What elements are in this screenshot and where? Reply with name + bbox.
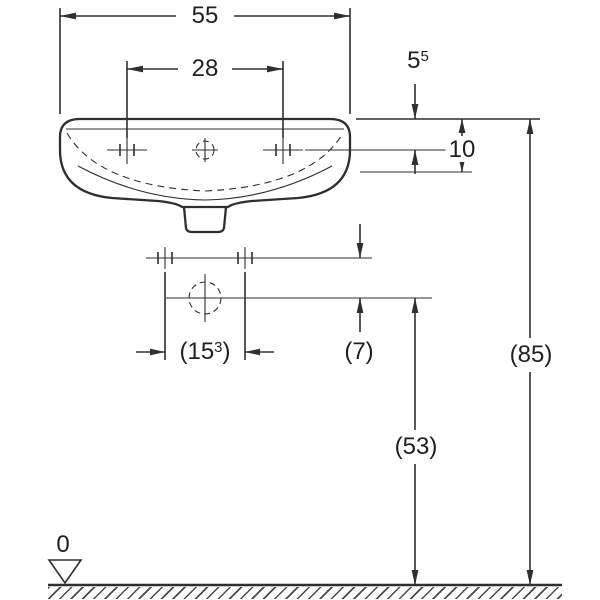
tap-hole-right <box>263 136 303 164</box>
bowl-front-curve <box>77 165 333 201</box>
dim-fixing-spacing-post: ) <box>222 338 231 365</box>
dim-rim-to-tap-label: 55 <box>404 49 432 73</box>
floor-hatching <box>48 587 562 599</box>
tap-hole-center <box>192 138 218 162</box>
datum-triangle-icon <box>47 559 83 585</box>
fixing-holes <box>146 247 372 269</box>
dim-overall-width-label: 55 <box>188 4 222 28</box>
bowl-hidden-edge <box>66 132 344 192</box>
datum-level-label: 0 <box>53 533 73 557</box>
dim-rim-to-tap-lines <box>411 84 419 174</box>
drain-outlet-symbol <box>166 274 432 322</box>
dim-fixing-spacing-pre: (15 <box>179 338 215 365</box>
dim-fixing-spacing-sup: 3 <box>214 339 223 356</box>
basin-outline <box>58 117 352 234</box>
reference-lines <box>305 118 540 173</box>
fixing-hole-left <box>157 247 173 269</box>
dim-rim-height-label: (85) <box>506 343 556 367</box>
drain-box <box>182 206 228 234</box>
dim-fixing-spacing-lines <box>136 272 274 360</box>
dim-tap-spacing-lines <box>126 61 284 138</box>
dim-drain-height-lines <box>411 298 419 585</box>
dim-drain-height-label: (53) <box>391 435 441 459</box>
dim-overall-width-lines <box>59 8 351 114</box>
fixing-hole-right <box>237 247 253 269</box>
dim-rim-height-lines <box>526 119 534 585</box>
dim-rim-to-bowl-label: 10 <box>445 138 479 162</box>
dim-rim-to-tap-sup: 5 <box>420 48 429 65</box>
dim-tap-spacing-label: 28 <box>188 57 222 81</box>
dim-fixing-to-drain-lines <box>356 224 364 332</box>
dim-rim-to-tap-base: 5 <box>407 47 421 74</box>
tap-hole-left <box>107 136 147 164</box>
dim-fixing-to-drain-label: (7) <box>341 340 377 364</box>
dim-fixing-spacing-label: (153) <box>176 338 234 365</box>
